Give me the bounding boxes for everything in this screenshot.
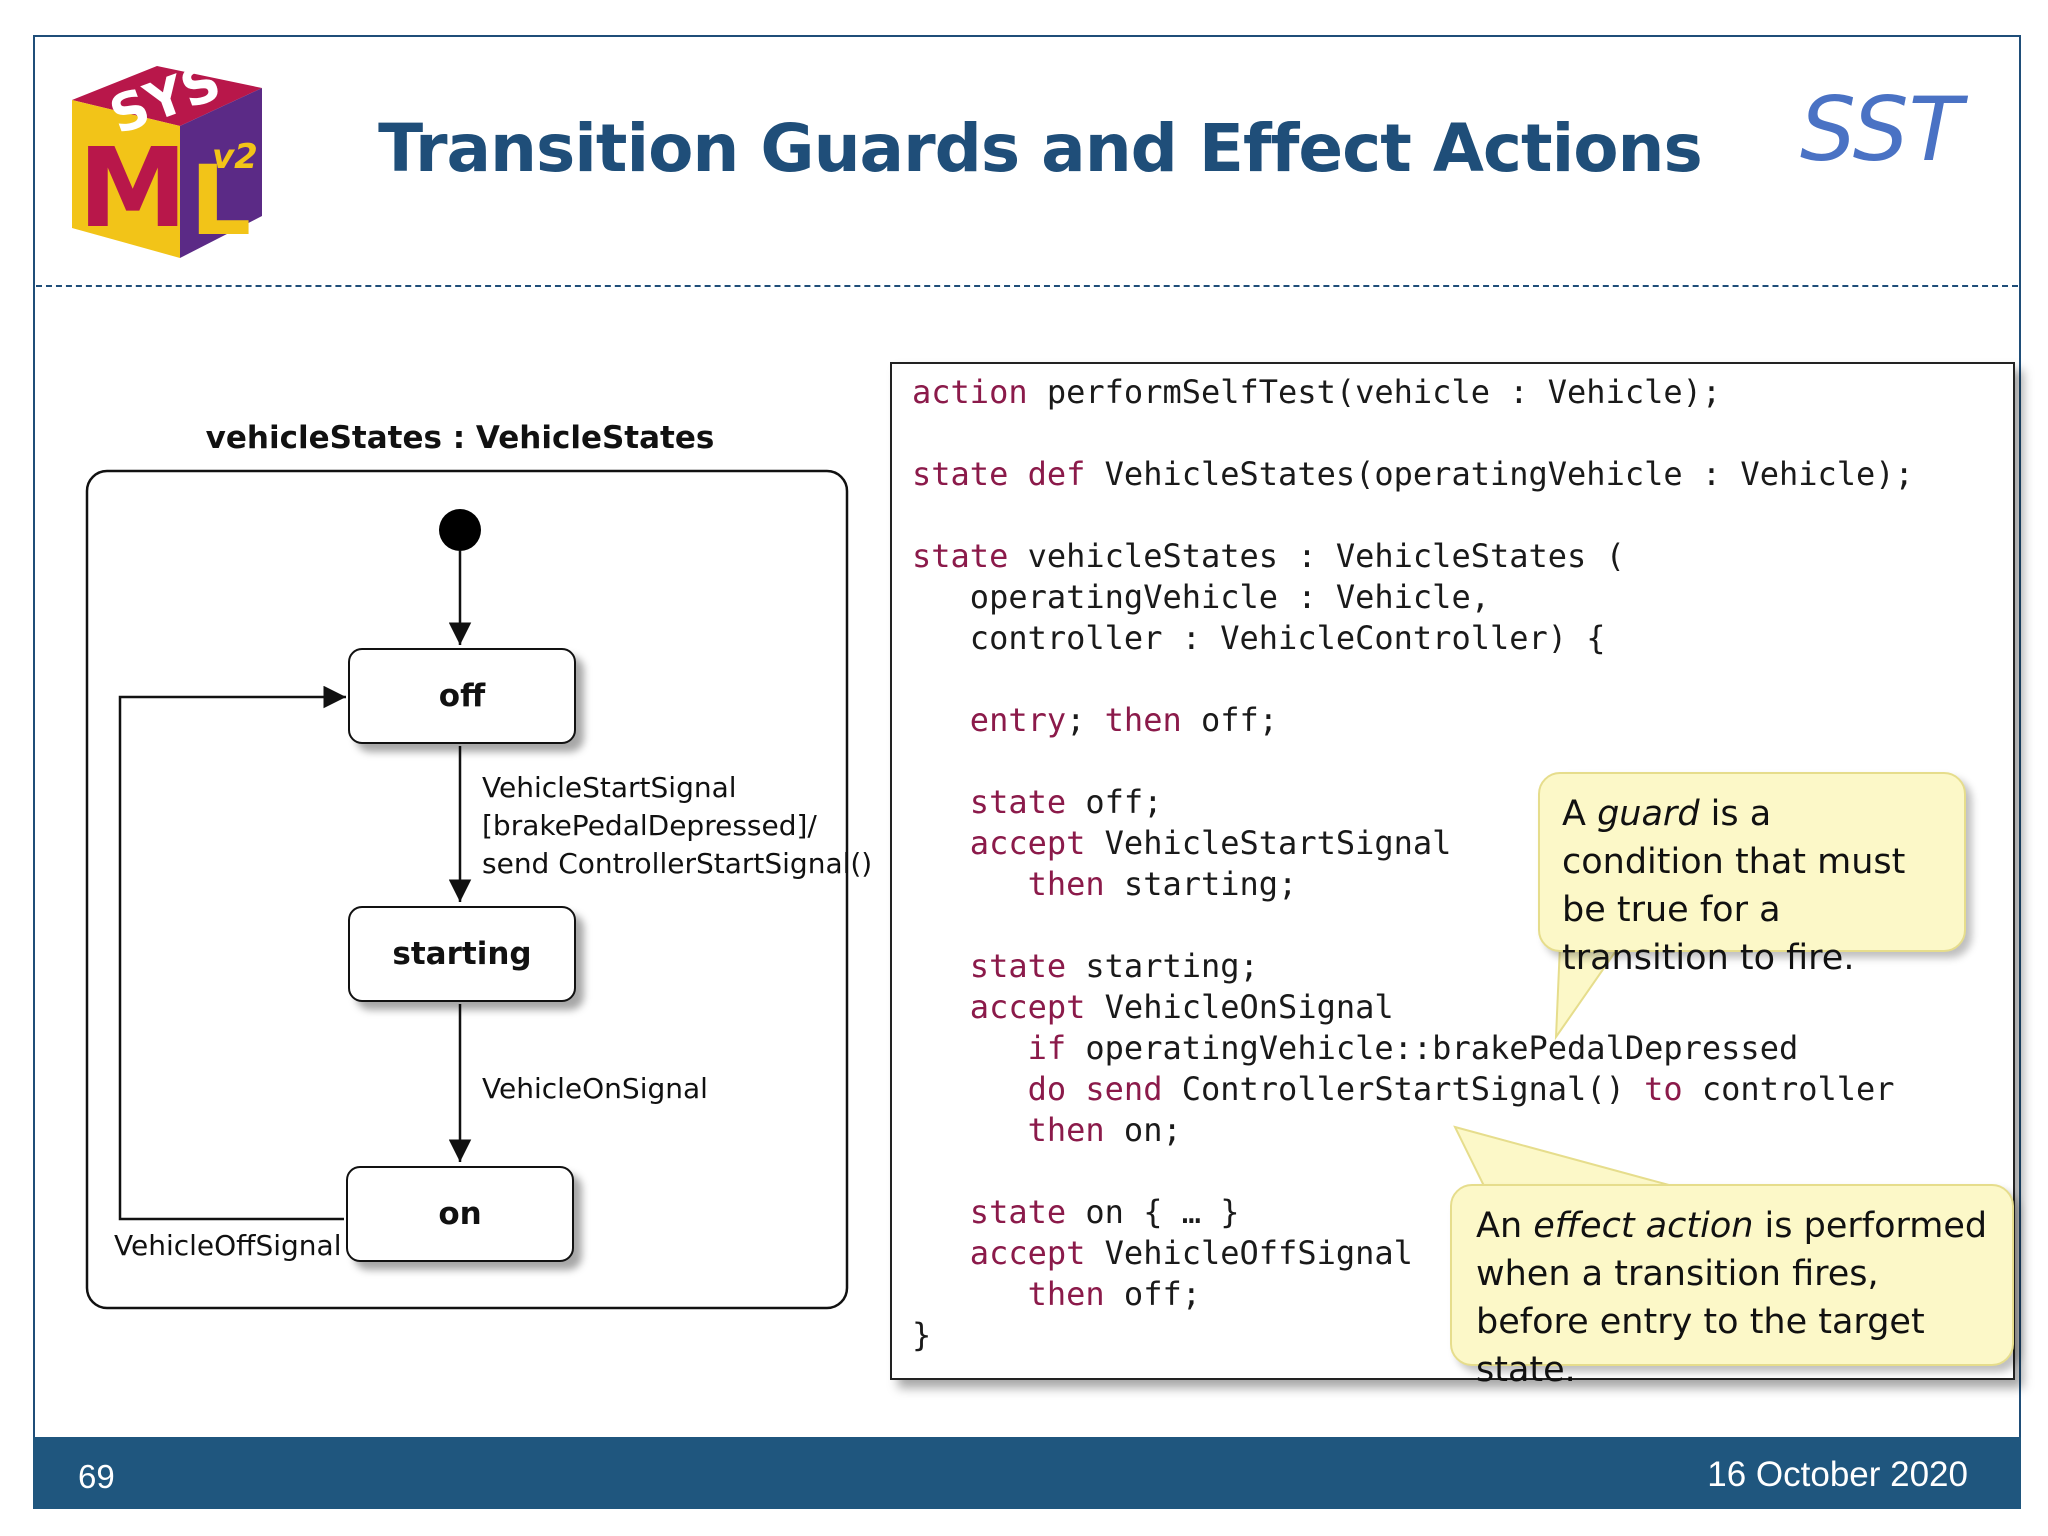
effect-callout: An effect action is performed when a tra… <box>1450 1184 2014 1390</box>
code-line: entry; then off; <box>912 701 1278 739</box>
code-keyword: to <box>1644 1070 1683 1108</box>
code-text: VehicleStates(operatingVehicle : Vehicle… <box>1085 455 1914 493</box>
code-line: do send ControllerStartSignal() to contr… <box>912 1070 1895 1108</box>
transition-label-on: VehicleOnSignal <box>482 1072 708 1105</box>
page-number: 69 <box>78 1458 115 1495</box>
code-keyword: state <box>969 783 1067 821</box>
code-text: ControllerStartSignal() <box>1162 1070 1645 1108</box>
code-line: state starting; <box>912 947 1259 985</box>
state-starting: starting <box>348 906 576 1002</box>
code-text: starting; <box>1066 947 1259 985</box>
code-text: VehicleStartSignal <box>1085 824 1452 862</box>
code-keyword: accept <box>969 1234 1086 1272</box>
code-text: operatingVehicle : Vehicle, <box>912 578 1490 616</box>
diagram-title: vehicleStates : VehicleStates <box>205 420 715 456</box>
callout-term: guard <box>1597 794 1700 834</box>
code-text: off; <box>1104 1275 1201 1313</box>
code-line: accept VehicleOnSignal <box>912 988 1394 1026</box>
code-keyword: accept <box>969 824 1086 862</box>
code-text: controller : VehicleController) { <box>912 619 1606 657</box>
code-text: off; <box>1066 783 1163 821</box>
code-keyword: entry <box>969 701 1067 739</box>
code-line: controller : VehicleController) { <box>912 619 1606 657</box>
code-keyword: then <box>1104 701 1182 739</box>
state-on: on <box>346 1166 574 1262</box>
code-line: state vehicleStates : VehicleStates ( <box>912 537 1625 575</box>
code-text: VehicleOffSignal <box>1085 1234 1413 1272</box>
code-text: on { … } <box>1066 1193 1240 1231</box>
brand-label: SST <box>1800 78 1963 181</box>
sysml-v2-logo: SYS M L v2 <box>72 52 262 258</box>
code-line: operatingVehicle : Vehicle, <box>912 578 1490 616</box>
guard-callout: A guard is a condition that must be true… <box>1538 772 1966 978</box>
code-keyword: then <box>1027 1111 1105 1149</box>
code-line: } <box>912 1316 931 1354</box>
code-keyword: accept <box>969 988 1086 1026</box>
code-line: state on { … } <box>912 1193 1240 1231</box>
code-line: if operatingVehicle::brakePedalDepressed <box>912 1029 1799 1067</box>
code-text: starting; <box>1104 865 1298 903</box>
code-keyword: action <box>912 373 1028 411</box>
code-line: state def VehicleStates(operatingVehicle… <box>912 455 1914 493</box>
code-line: then starting; <box>912 865 1298 903</box>
code-text: off; <box>1181 701 1279 739</box>
header-divider <box>36 285 2018 287</box>
code-keyword: state <box>969 947 1067 985</box>
state-machine-frame <box>85 469 849 1310</box>
transition-label-off: VehicleOffSignal <box>114 1229 342 1262</box>
code-line: action performSelfTest(vehicle : Vehicle… <box>912 373 1721 411</box>
code-keyword: do <box>1027 1070 1067 1108</box>
code-keyword: state <box>912 537 1009 575</box>
callout-text: An <box>1476 1206 1534 1246</box>
code-line: then off; <box>912 1275 1201 1313</box>
svg-text:L: L <box>190 145 251 257</box>
initial-pseudostate <box>439 509 481 551</box>
code-text: ; <box>1066 701 1105 739</box>
footer-date: 16 October 2020 <box>1707 1455 1968 1494</box>
code-line: then on; <box>912 1111 1182 1149</box>
code-keyword: def <box>1027 455 1086 493</box>
code-keyword: if <box>1027 1029 1067 1067</box>
code-text: VehicleOnSignal <box>1085 988 1394 1026</box>
transition-label-start: VehicleStartSignal [brakePedalDepressed]… <box>482 771 873 880</box>
svg-text:M: M <box>78 124 187 252</box>
callout-text: is performed when a transition fires, be… <box>1476 1206 1988 1390</box>
code-text: on; <box>1104 1111 1182 1149</box>
callout-term: effect action <box>1533 1206 1754 1246</box>
code-line: accept VehicleOffSignal <box>912 1234 1413 1272</box>
svg-text:v2: v2 <box>212 137 258 177</box>
state-off: off <box>348 648 576 744</box>
code-keyword: then <box>1027 1275 1105 1313</box>
footer-bar <box>33 1437 2021 1509</box>
code-keyword: state <box>969 1193 1067 1231</box>
code-keyword: then <box>1027 865 1105 903</box>
sysml-code-listing: action performSelfTest(vehicle : Vehicle… <box>912 372 1914 1356</box>
callout-text: is a condition that must be true for a t… <box>1562 794 1906 978</box>
code-text: vehicleStates : VehicleStates ( <box>1008 537 1625 575</box>
code-keyword: state <box>912 455 1009 493</box>
code-keyword: send <box>1085 1070 1163 1108</box>
transition-on-off <box>118 685 346 1221</box>
code-text: controller <box>1682 1070 1895 1108</box>
callout-text: A <box>1562 794 1598 834</box>
code-line: state off; <box>912 783 1163 821</box>
code-text: performSelfTest(vehicle : Vehicle); <box>1027 373 1722 411</box>
code-line: accept VehicleStartSignal <box>912 824 1452 862</box>
code-text: } <box>912 1316 932 1354</box>
code-text: operatingVehicle::brakePedalDepressed <box>1066 1029 1799 1067</box>
slide-title: Transition Guards and Effect Actions <box>378 110 1703 187</box>
